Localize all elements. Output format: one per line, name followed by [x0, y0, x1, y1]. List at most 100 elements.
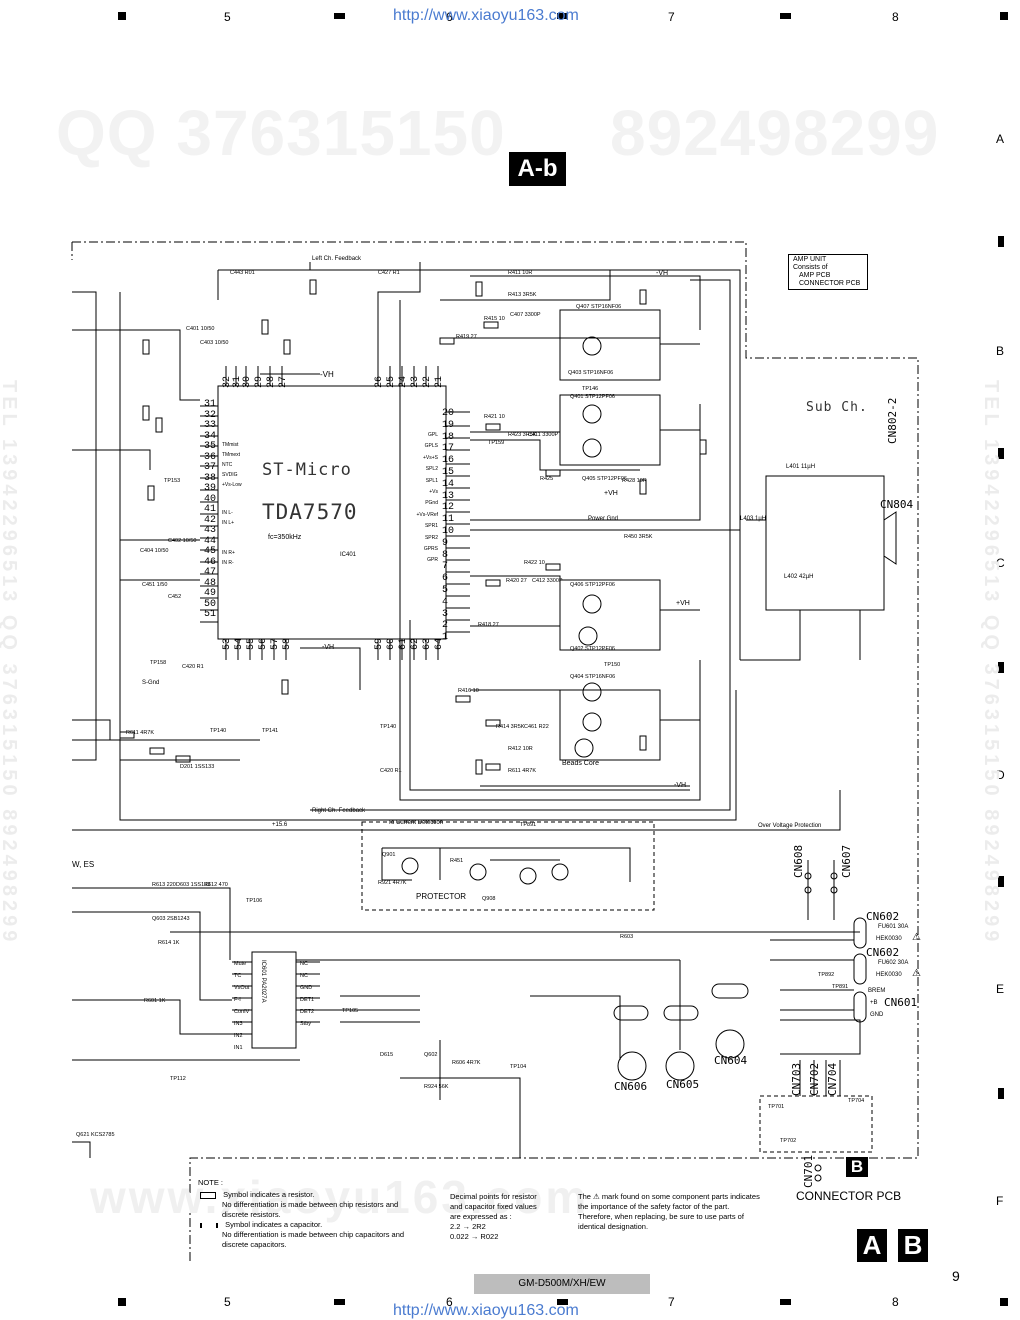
connector-pin-label: GND: [870, 1012, 884, 1018]
column-number: 5: [224, 1295, 231, 1309]
test-point-label: TP159: [488, 440, 505, 446]
beads-core-label: Beads Core: [562, 760, 599, 767]
pin-label: IN2: [234, 1033, 243, 1039]
cn608-label: CN608: [792, 844, 805, 878]
cn602-label: CN602: [866, 910, 900, 923]
resistor-label: R428 10R: [622, 478, 647, 484]
resistor-label: R419 27: [456, 334, 477, 340]
pin-label: +Vs+S: [422, 454, 438, 461]
amp-unit-line: AMP UNIT: [793, 256, 827, 263]
pin-label: TC: [234, 973, 242, 979]
pin-number: 17: [442, 443, 455, 455]
net-label: -VH: [674, 782, 687, 789]
capacitor-label: C407 3300P: [510, 312, 541, 318]
pin-number: 35: [203, 441, 216, 452]
test-point-label: TP891: [832, 984, 849, 990]
row-letter: A: [996, 132, 1005, 146]
section-badge-b: B: [898, 1229, 928, 1262]
inductor-label: L403 1µH: [740, 516, 767, 522]
pin-number: 28: [266, 375, 277, 388]
pin-number: 8: [442, 549, 449, 561]
diode-label: D201 1SS133: [180, 764, 215, 770]
register-mark: [780, 1299, 791, 1305]
model-number: GM-D500M/XH/EW: [474, 1274, 650, 1294]
register-mark: [998, 662, 1004, 673]
pin-number: 18: [442, 431, 455, 443]
cn804-label: CN804: [880, 498, 914, 511]
net-label: +15.6: [272, 822, 288, 828]
pin-number: 38: [203, 472, 216, 484]
pin-number: 1: [442, 632, 449, 644]
pin-number: 37: [203, 462, 216, 473]
capacitor-label: C452: [168, 594, 182, 600]
transistor-label: Q621 KCS2785: [76, 1132, 115, 1138]
pin-number: 55: [246, 637, 257, 650]
pin-number: 2: [442, 620, 449, 632]
register-mark: [118, 12, 126, 20]
ic-pin-labels-left: TMmist TMmext NTC SVDIG +Vs-Low IN L- IN…: [222, 440, 242, 568]
test-point-label: TP150: [604, 662, 621, 668]
capacitor-label: C461 R22: [524, 724, 549, 730]
pin-label: +Vs-Low: [222, 482, 242, 488]
net-label: S-Gnd: [142, 680, 160, 686]
pin-label: IN3: [234, 1021, 243, 1027]
transistor-label: Q403 STP16NF06: [568, 370, 614, 376]
pin-number: 13: [442, 490, 455, 502]
test-point-label: TP158: [150, 660, 167, 666]
pin-label: IN L+: [222, 520, 235, 526]
fuse-label: FU601 30A: [878, 924, 909, 930]
resistor-label: R423 3R5K: [508, 432, 537, 438]
pin-number: 60: [386, 637, 397, 650]
pin-number: 23: [410, 375, 421, 388]
resistor-label: R418 27: [478, 622, 499, 628]
ic601-pin-labels-left: Mute TC VsOut F-I ConIV IN3 IN2 IN1: [234, 958, 249, 1054]
register-mark: [998, 236, 1004, 247]
warning-icon: ⚠: [912, 968, 921, 979]
pin-number: 16: [442, 455, 455, 467]
register-mark: [1000, 1298, 1008, 1306]
transistor-label: Q901: [382, 852, 396, 858]
register-mark: [557, 1299, 568, 1305]
capacitor-label: C427 R1: [378, 270, 400, 276]
note-line: Symbol indicates a capacitor.: [198, 1220, 404, 1230]
register-mark: [998, 876, 1004, 887]
pin-number: 25: [386, 375, 397, 388]
diode-label: D615: [380, 1052, 394, 1058]
pin-label: TMmext: [222, 452, 241, 458]
amp-unit-box: AMP UNIT Consists of AMP PCB CONNECTOR P…: [788, 254, 868, 290]
capacitor-label: C402 10/50: [168, 538, 197, 544]
pin-label: IN L-: [222, 510, 233, 516]
test-point-label: TP140: [380, 724, 397, 730]
row-letter: C: [996, 556, 1005, 570]
resistor-symbol-icon: [200, 1191, 216, 1199]
pin-number: 61: [398, 637, 409, 650]
page-number: 9: [952, 1268, 960, 1284]
pin-number: 26: [374, 375, 385, 388]
pin-number: 10: [442, 525, 455, 537]
register-mark: [334, 13, 345, 19]
row-letter: B: [996, 344, 1005, 358]
pin-number: 6: [442, 573, 449, 585]
resistor-label: R924 56K: [424, 1084, 449, 1090]
pin-number: 48: [203, 577, 216, 589]
note-title: NOTE :: [198, 1178, 224, 1187]
cn802-label: CN802-2: [886, 397, 899, 444]
pin-number: 31: [203, 399, 216, 410]
pin-label: SPL1: [425, 477, 438, 484]
resistor-label: R921 4R7K: [378, 880, 407, 886]
register-mark: [334, 1299, 345, 1305]
pin-label: GND: [300, 985, 313, 991]
note-text: the importance of the safety factor of t…: [578, 1202, 730, 1211]
note-text: Decimal points for resistor: [450, 1192, 537, 1201]
ic-pins-left: 31 32 33 34 35 36 37 38 39 40 41 42 43 4…: [200, 399, 216, 621]
pin-label: SPR1: [424, 523, 438, 530]
transistor-label: Q407 STP16NF06: [576, 304, 622, 310]
capacitor-label: C420 R1: [182, 664, 204, 670]
pin-number: 56: [258, 637, 269, 650]
transistor-label: Q602: [424, 1052, 438, 1058]
pin-number: 62: [410, 637, 421, 650]
column-number: 6: [446, 1295, 453, 1309]
pin-number: 42: [203, 514, 216, 526]
note-text: and capacitor fixed values: [450, 1202, 537, 1211]
pin-label: GPL: [427, 432, 438, 438]
